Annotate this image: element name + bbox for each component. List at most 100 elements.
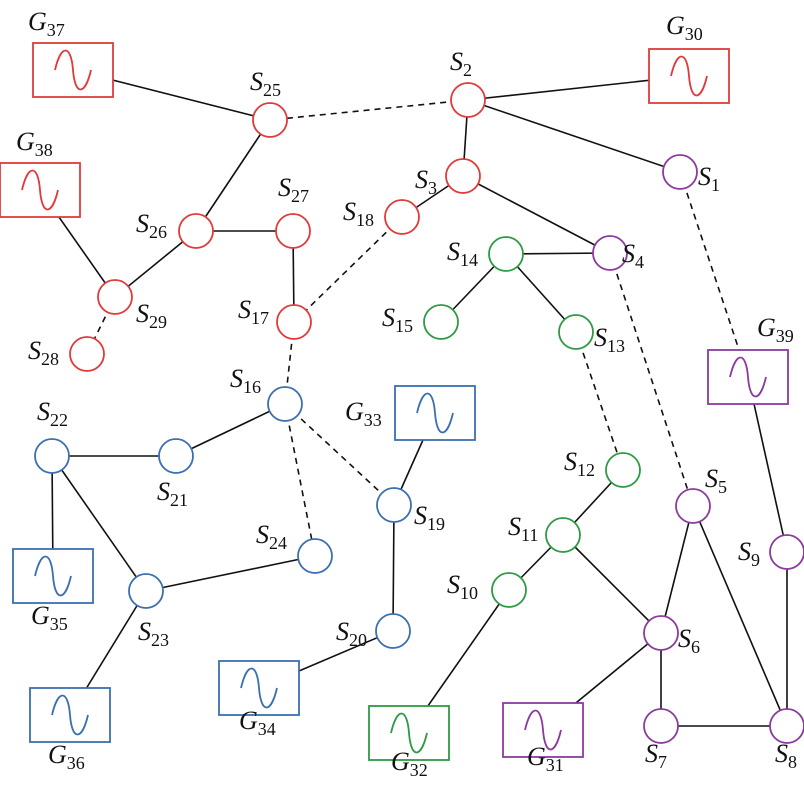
sine-wave-icon xyxy=(670,55,708,97)
label-s19: S19 xyxy=(414,501,445,534)
generator-g30 xyxy=(648,48,730,104)
label-s20: S20 xyxy=(336,617,367,650)
label-g37: G37 xyxy=(28,7,65,40)
bus-s25 xyxy=(252,102,288,138)
bus-s20 xyxy=(375,613,411,649)
label-g34: G34 xyxy=(239,706,276,739)
bus-s5 xyxy=(675,488,711,524)
bus-s21 xyxy=(158,438,194,474)
sine-wave-icon xyxy=(51,694,89,736)
label-g39: G39 xyxy=(757,313,794,346)
sine-wave-icon xyxy=(240,667,278,709)
label-s10: S10 xyxy=(447,570,478,603)
bus-s29 xyxy=(97,279,133,315)
sine-wave-icon xyxy=(729,356,767,398)
bus-s12 xyxy=(605,452,641,488)
bus-s7 xyxy=(643,708,679,744)
label-s8: S8 xyxy=(775,739,797,772)
label-s5: S5 xyxy=(705,464,727,497)
sine-wave-icon xyxy=(54,49,92,91)
bus-s9 xyxy=(769,534,804,570)
label-s18: S18 xyxy=(343,197,374,230)
label-g35: G35 xyxy=(31,601,68,634)
label-s26: S26 xyxy=(136,209,167,242)
edge-g39-s9 xyxy=(747,376,788,553)
generator-g35 xyxy=(12,548,94,604)
label-s9: S9 xyxy=(738,537,760,570)
generator-g31 xyxy=(502,702,584,758)
label-s2: S2 xyxy=(450,47,472,80)
edge-s16-s21 xyxy=(175,403,286,457)
edge-s18-s17 xyxy=(293,216,403,323)
edge-s2-s1 xyxy=(467,99,681,173)
edge-s4-s5 xyxy=(609,252,694,507)
edge-s11-s6 xyxy=(562,534,662,634)
label-g31: G31 xyxy=(527,742,564,775)
bus-s27 xyxy=(275,213,311,249)
label-s23: S23 xyxy=(138,617,169,650)
bus-s16 xyxy=(267,386,303,422)
bus-s15 xyxy=(423,304,459,340)
bus-s10 xyxy=(491,572,527,608)
sine-wave-icon xyxy=(390,712,428,754)
generator-boxes xyxy=(0,42,789,761)
edge-s16-s19 xyxy=(284,403,395,506)
edge-s25-s26 xyxy=(195,119,271,232)
bus-s1 xyxy=(662,154,698,190)
bus-s8 xyxy=(769,708,804,744)
sine-wave-icon xyxy=(34,555,72,597)
generator-g36 xyxy=(29,687,111,743)
bus-s26 xyxy=(178,213,214,249)
label-s28: S28 xyxy=(28,336,59,369)
label-s6: S6 xyxy=(678,624,700,657)
label-s16: S16 xyxy=(230,364,261,397)
bus-s4 xyxy=(592,235,628,271)
label-g36: G36 xyxy=(48,740,85,773)
bus-s22 xyxy=(34,438,70,474)
label-s21: S21 xyxy=(157,477,188,510)
label-g30: G30 xyxy=(666,11,703,44)
bus-s17 xyxy=(276,304,312,340)
edge-s5-s6 xyxy=(660,505,694,634)
sine-wave-icon xyxy=(524,709,562,751)
bus-s6 xyxy=(643,615,679,651)
bus-s13 xyxy=(558,314,594,350)
edge-s23-s24 xyxy=(145,555,316,592)
label-g33: G33 xyxy=(345,397,382,430)
bus-s11 xyxy=(545,517,581,553)
edge-s19-s20 xyxy=(392,504,395,632)
label-s14: S14 xyxy=(447,237,478,270)
label-s11: S11 xyxy=(508,512,538,545)
label-s1: S1 xyxy=(698,162,720,195)
sine-wave-icon xyxy=(416,392,454,434)
bus-s14 xyxy=(488,236,524,272)
generator-g32 xyxy=(368,705,450,761)
bus-s2 xyxy=(450,82,486,118)
label-s25: S25 xyxy=(250,67,281,100)
edge-s1-g39 xyxy=(679,171,749,378)
label-s29: S29 xyxy=(136,299,167,332)
label-s3: S3 xyxy=(415,165,437,198)
sine-wave-icon xyxy=(21,169,59,211)
label-s15: S15 xyxy=(382,303,413,336)
edge-s2-s25 xyxy=(269,99,469,121)
bus-s18 xyxy=(384,199,420,235)
bus-s3 xyxy=(445,158,481,194)
label-s17: S17 xyxy=(238,295,269,328)
generator-g39 xyxy=(707,349,789,405)
edge-s3-s4 xyxy=(462,175,611,254)
label-s22: S22 xyxy=(37,397,68,430)
label-g38: G38 xyxy=(16,127,53,160)
label-g32: G32 xyxy=(391,747,428,780)
generator-g34 xyxy=(218,660,300,716)
edge-s13-s12 xyxy=(575,331,624,471)
edge-s5-s8 xyxy=(692,505,788,727)
bus-s23 xyxy=(128,573,164,609)
label-s24: S24 xyxy=(256,520,287,553)
generator-g33 xyxy=(394,385,476,441)
generator-g38 xyxy=(0,162,81,218)
bus-s19 xyxy=(376,487,412,523)
edge-s22-s23 xyxy=(51,455,147,592)
